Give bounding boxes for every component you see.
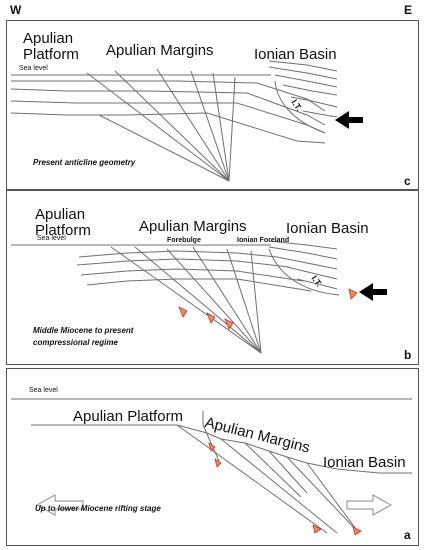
panel-a-caption: Up to lower Miocene rifting stage (35, 504, 161, 513)
extension-arrow-east (346, 494, 393, 516)
extension-arrow-west (35, 494, 84, 516)
panel-a-drawing (11, 398, 412, 536)
panel-c-sea-level-label: Sea level (19, 65, 48, 72)
fault-markers-a (208, 442, 362, 536)
panel-a-platform-label: Apulian Platform (73, 408, 184, 425)
panel-b-foreland-label: Ionian Foreland (237, 237, 290, 244)
panel-b-basin-label: Ionian Basin (286, 220, 369, 237)
panel-b: Apulian Platform Apulian Margins Ionian … (6, 190, 419, 365)
panel-c: Apulian Platform Apulian Margins Ionian … (6, 20, 419, 190)
compression-arrow-c (335, 111, 363, 129)
panel-b-caption-line2: compressional regime (33, 338, 118, 347)
panel-a-basin-label: Ionian Basin (323, 454, 406, 471)
panel-c-platform-label-2: Platform (23, 46, 79, 63)
panel-b-margins-label: Apulian Margins (139, 218, 247, 235)
panel-c-caption: Present anticline geometry (33, 158, 136, 167)
panel-c-platform-label-1: Apulian (23, 30, 74, 47)
panel-b-forebulge-label: Forebulge (167, 237, 201, 244)
panel-c-letter: c (404, 174, 411, 188)
panel-a-sea-level-label: Sea level (29, 387, 58, 394)
compression-arrow-b (359, 283, 387, 301)
panel-b-platform-label-2: Platform (35, 222, 91, 239)
panel-c-margins-label: Apulian Margins (106, 42, 214, 59)
extension-arrows (35, 494, 393, 516)
east-label: E (404, 3, 413, 17)
west-label: W (10, 3, 22, 17)
panel-c-basin-label: Ionian Basin (254, 46, 337, 63)
panel-a: Sea level Apulian Platform Apulian Margi… (6, 368, 419, 546)
panel-c-drawing (10, 60, 363, 182)
fault-markers-b (178, 288, 358, 330)
panel-a-letter: a (404, 528, 411, 542)
panel-b-caption-line1: Middle Miocene to present (33, 326, 134, 335)
panel-b-drawing (11, 240, 387, 354)
panel-b-sea-level-label: Sea level (37, 235, 66, 242)
panel-b-letter: b (404, 348, 412, 362)
panel-b-platform-label-1: Apulian (35, 206, 86, 223)
